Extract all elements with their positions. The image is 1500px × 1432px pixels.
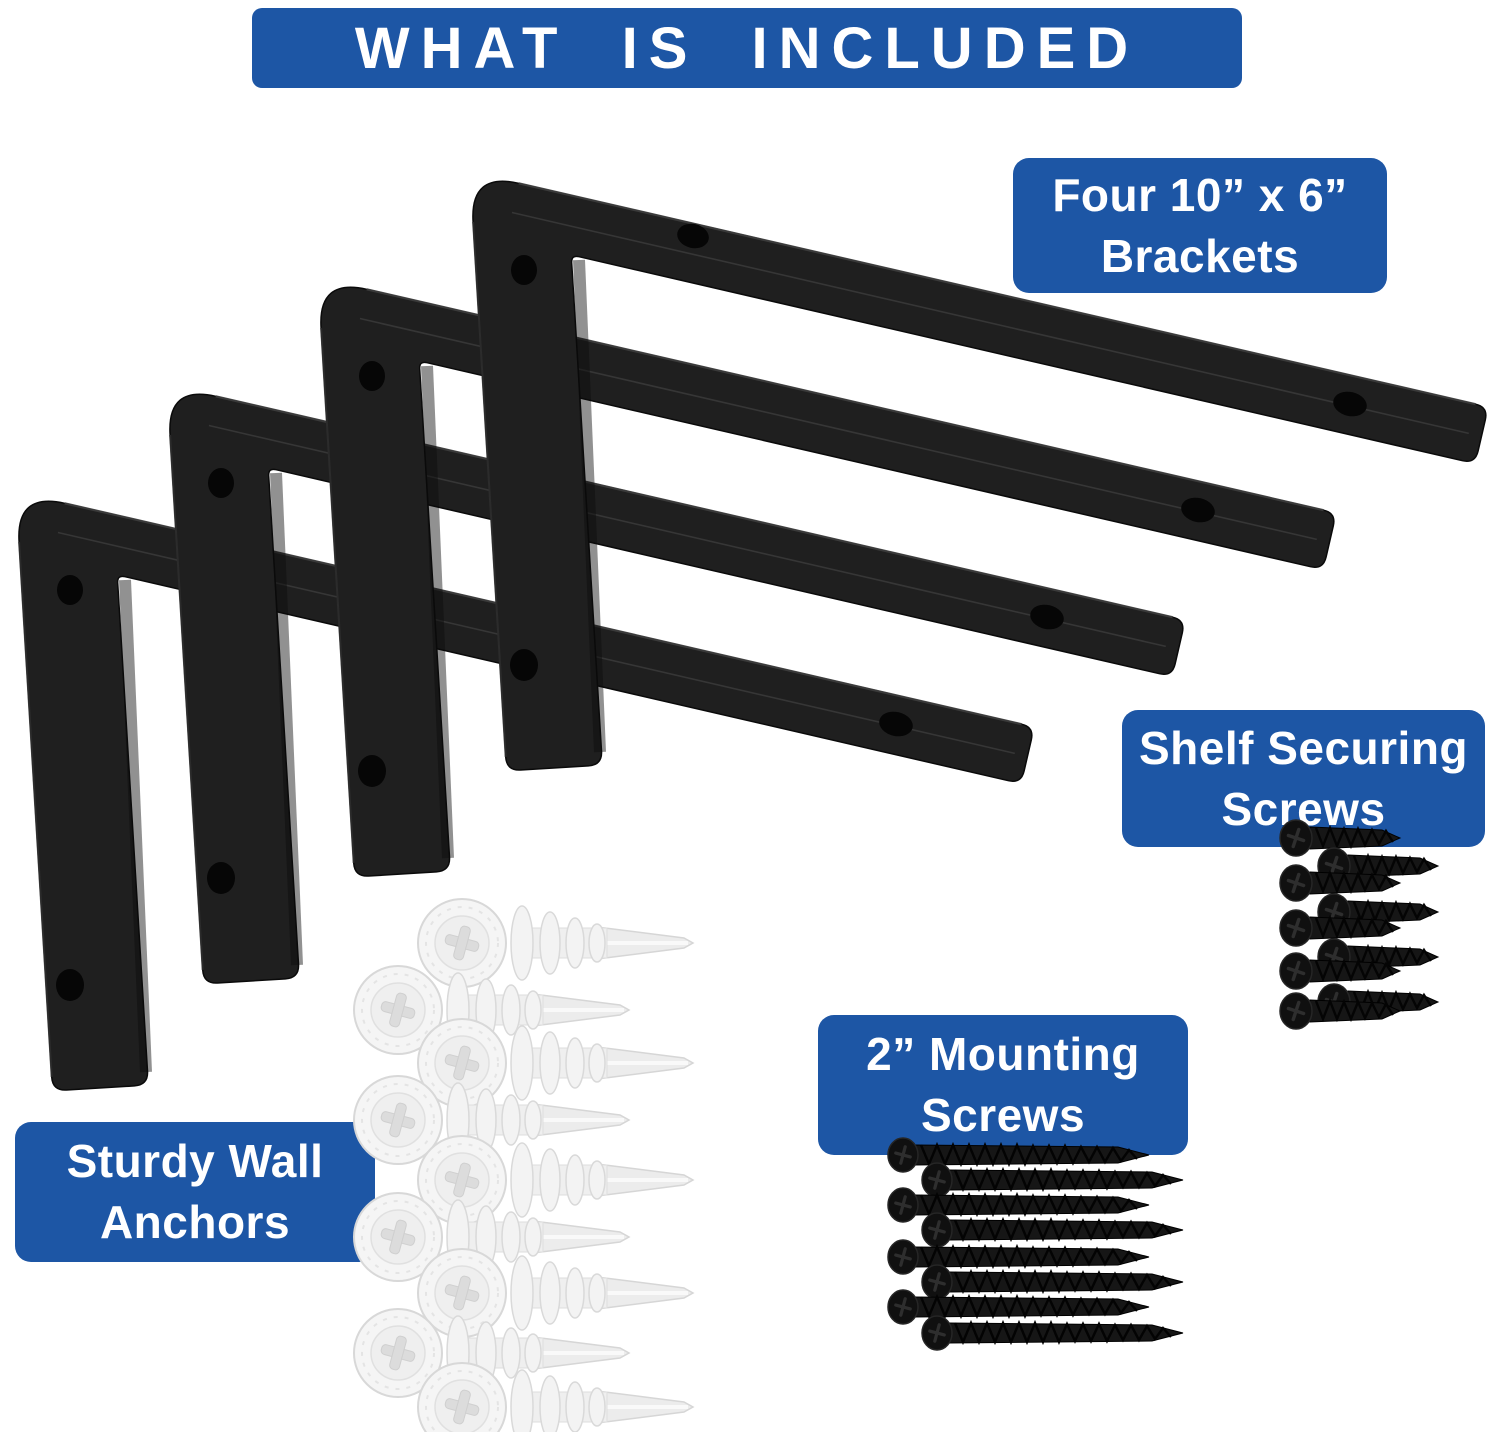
callout-wall-anchors: Sturdy Wall Anchors xyxy=(15,1122,375,1262)
mounting-screw xyxy=(920,1263,1185,1301)
banner-what-is-included: WHAT IS INCLUDED xyxy=(252,8,1242,88)
callout-mounting-line2: Screws xyxy=(920,1089,1086,1141)
callout-mounting-screws: 2” Mounting Screws xyxy=(818,1015,1188,1155)
callout-mounting-line1: 2” Mounting xyxy=(866,1028,1140,1081)
callout-brackets-line1: Four 10” x 6” xyxy=(1052,168,1348,221)
mounting-screw xyxy=(920,1161,1185,1199)
wall-anchor xyxy=(416,1361,695,1432)
callout-anchors-line2: Anchors xyxy=(99,1196,291,1248)
banner-title: WHAT IS INCLUDED xyxy=(354,15,1140,81)
callout-anchors-line1: Sturdy Wall xyxy=(66,1135,324,1188)
callout-brackets: Four 10” x 6” Brackets xyxy=(1013,158,1387,293)
mounting-screw xyxy=(920,1314,1185,1352)
mounting-screws-group xyxy=(886,1136,1185,1352)
callout-brackets-line2: Brackets xyxy=(1100,229,1300,282)
callout-shelf-line1: Shelf Securing xyxy=(1138,721,1469,774)
wall-anchors-group xyxy=(352,897,695,1432)
shelf-securing-screws-group xyxy=(1278,818,1440,1031)
mounting-screw xyxy=(920,1211,1185,1249)
